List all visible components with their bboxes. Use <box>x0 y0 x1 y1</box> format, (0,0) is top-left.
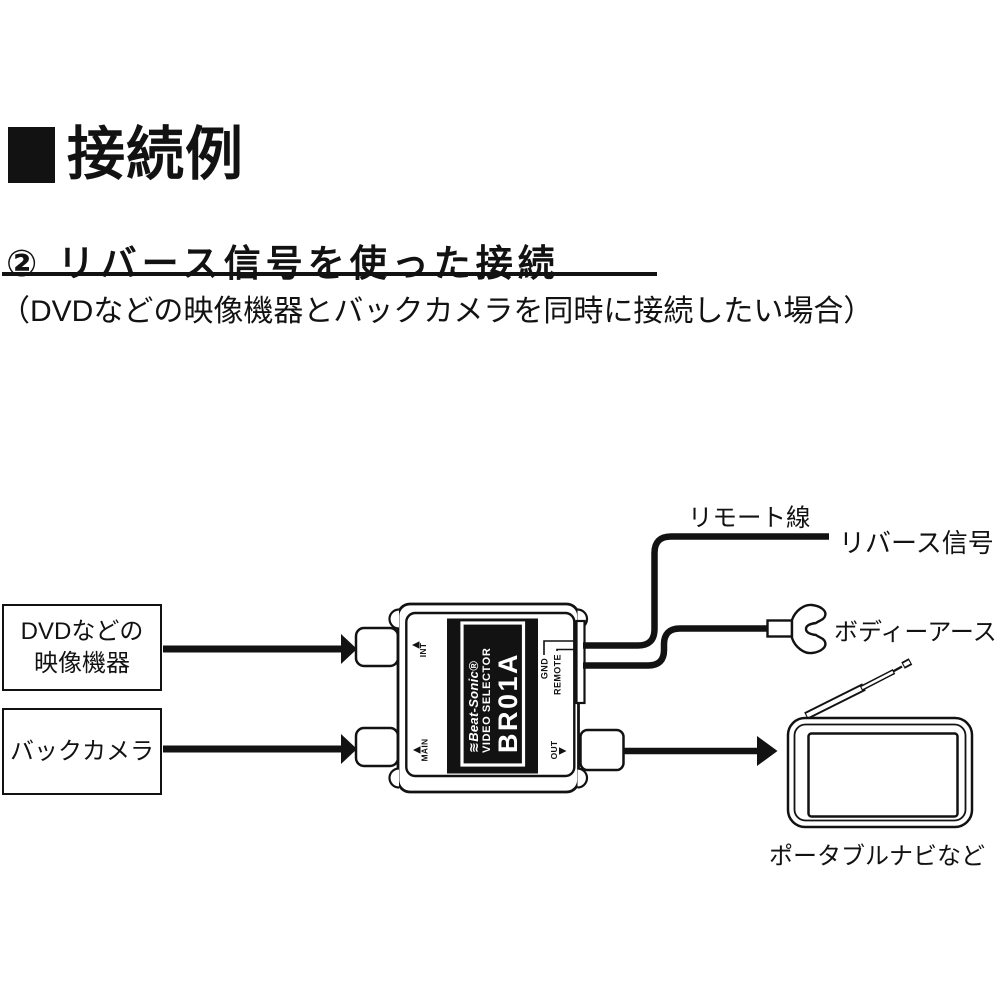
body-earth-wire <box>583 625 769 669</box>
arrowhead-navi <box>757 736 778 766</box>
screw-tab-bottom-left <box>388 767 400 789</box>
connection-heading: ② リバース信号を使った接続 <box>6 243 560 284</box>
product-name: VIDEO SELECTOR <box>480 647 493 753</box>
source-box-dvd-line2: 映像機器 <box>34 649 130 677</box>
source-box-dvd: DVDなどの 映像機器 <box>2 604 162 691</box>
label-reverse-signal: リバース信号 <box>839 528 994 558</box>
screw-tab-bottom-right <box>577 767 589 789</box>
port-label-out: OUT <box>549 740 559 760</box>
wave-logo-icon: ≋ <box>465 741 481 753</box>
navi-rim <box>793 723 967 822</box>
navi-screen <box>807 732 959 818</box>
gnd-leader-line <box>543 640 576 655</box>
main-arrow-icon <box>413 746 421 754</box>
navi-antenna-base-fill <box>806 685 864 718</box>
screw-tab-top-left <box>388 608 400 630</box>
arrowhead-dvd <box>341 634 357 664</box>
brand-logo-and-name: ≋Beat-Sonic® <box>466 661 481 753</box>
terminal-label-gnd: GND <box>539 657 549 679</box>
section-title: 接続例 <box>67 122 245 187</box>
source-box-camera-line1: バックカメラ <box>10 737 154 765</box>
source-box-camera: バックカメラ <box>2 708 162 795</box>
selector-band-frame <box>460 621 526 767</box>
out-arrow-icon <box>559 747 567 755</box>
label-output-device: ポータブルナビなど <box>769 843 985 870</box>
remote-wire <box>583 533 829 649</box>
label-body-earth: ボディーアース <box>834 619 997 646</box>
terminal-strip <box>575 619 586 705</box>
navi-antenna-mid-fill <box>861 670 894 690</box>
port-label-int: INT <box>418 642 428 658</box>
ground-lug-sleeve <box>766 619 794 638</box>
connection-note: （DVDなどの映像機器とバックカメラを同時に接続したい場合） <box>0 295 874 328</box>
rca-plug-int <box>354 626 400 668</box>
remote-leader-line <box>556 648 576 651</box>
selector-band-text: ≋Beat-Sonic® VIDEO SELECTOR BR01A <box>464 619 523 774</box>
navi-antenna-tip-fill <box>903 660 911 667</box>
terminal-label-remote: REMOTE <box>552 653 562 695</box>
model-number: BR01A <box>492 651 523 753</box>
navi-antenna-rod <box>892 665 903 673</box>
source-box-dvd-line1: DVDなどの <box>20 617 144 645</box>
ground-lug-fork <box>790 603 827 655</box>
label-remote-wire: リモート線 <box>688 505 811 532</box>
connection-heading-underline <box>2 272 657 276</box>
rca-plug-out <box>579 728 625 772</box>
brand-name: Beat-Sonic® <box>465 660 481 742</box>
rca-plug-main <box>354 726 400 768</box>
section-title-square-icon <box>8 127 55 183</box>
arrowhead-camera <box>341 734 357 764</box>
port-label-main: MAIN <box>419 738 429 761</box>
section-title-row: 接続例 <box>8 126 244 184</box>
int-arrow-icon <box>412 641 420 649</box>
